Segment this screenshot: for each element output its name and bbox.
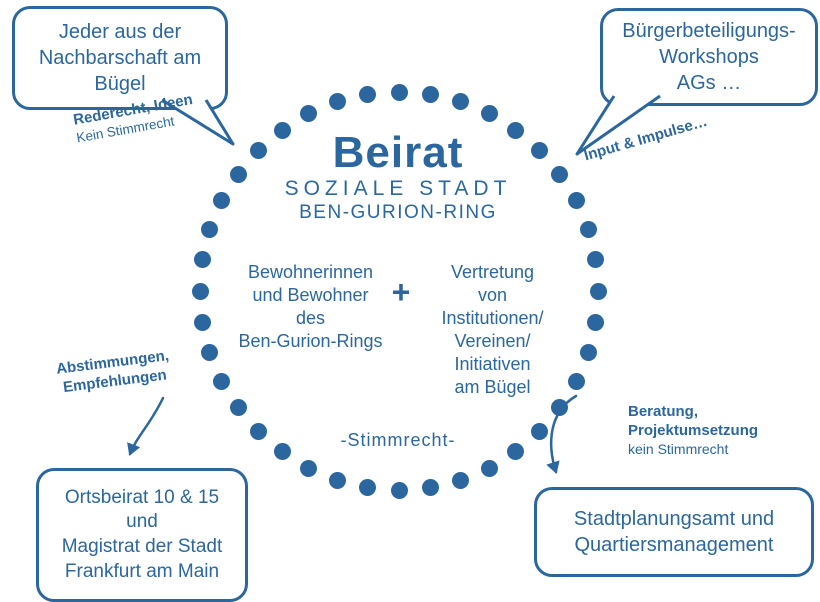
box-bottom-right: Stadtplanungsamt und Quartiersmanagement [534, 487, 814, 577]
ring-dot [451, 471, 469, 489]
ring-dot [249, 141, 267, 159]
annotation-bottom-right-regular: kein Stimmrecht [628, 440, 729, 457]
voting-note: -Stimmrecht- [340, 430, 456, 450]
ring-dot [587, 251, 605, 269]
ring-dot [531, 423, 549, 441]
ring-dot [567, 372, 585, 390]
ring-dot [451, 93, 469, 111]
speech-bubble-top-left-text: Jeder aus der Nachbarschaft am Bügel [38, 21, 202, 95]
box-bottom-right-text: Stadtplanungsamt und Quartiersmanagement [573, 508, 775, 556]
ring-dot [213, 372, 231, 390]
ring-dot [421, 479, 439, 497]
ring-dot [567, 192, 585, 210]
ring-dot [201, 343, 219, 361]
box-bottom-left-text: Ortsbeirat 10 & 15 und Magistrat der Sta… [61, 486, 223, 582]
ring-dot [193, 251, 211, 269]
ring-dot [480, 459, 498, 477]
circle-subtitle-1: SOZIALE STADT [284, 177, 512, 200]
ring-dot [579, 343, 597, 361]
ring-dot [300, 459, 318, 477]
ring-dot [193, 313, 211, 331]
annotation-bottom-left: Abstimmungen, Empfehlungen [55, 347, 170, 396]
ring-dot [249, 423, 267, 441]
ring-dot [273, 121, 291, 139]
ring-dot [390, 83, 408, 101]
circle-subtitle-2: BEN-GURION-RING [299, 202, 497, 223]
speech-bubble-top-right-text: Bürgerbeteiligungs- Workshops AGs … [622, 20, 796, 94]
ring-dot [229, 399, 247, 417]
ring-dot [587, 313, 605, 331]
members-right-text: Vertretung von Institutionen/ Vereinen/ … [441, 262, 544, 398]
annotation-bottom-right: Beratung, Projektumsetzung kein Stimmrec… [628, 403, 758, 458]
ring-dot [213, 192, 231, 210]
plus-sign: + [391, 274, 411, 310]
circle-title: Beirat [332, 128, 464, 177]
ring-dot [579, 221, 597, 238]
annotation-bottom-right-bold: Beratung, Projektumsetzung [628, 403, 759, 439]
ring-dot [300, 105, 318, 123]
ring-dot [329, 93, 346, 111]
ring-dot [273, 443, 291, 461]
ring-dot [507, 443, 525, 461]
ring-dot [191, 282, 209, 300]
ring-dot [480, 105, 498, 123]
ring-dot [390, 481, 408, 499]
ring-dot [359, 85, 377, 103]
ring-dot [229, 165, 247, 183]
arrow-to-bottom-left-box [127, 396, 165, 456]
speech-bubble-top-right: Bürgerbeteiligungs- Workshops AGs … [600, 8, 818, 106]
ring-dot [531, 141, 549, 159]
ring-dot [589, 282, 607, 300]
ring-dot [421, 85, 439, 103]
box-bottom-left: Ortsbeirat 10 & 15 und Magistrat der Sta… [36, 468, 248, 602]
members-left-text: Bewohnerinnen und Bewohner des Ben-Gurio… [238, 262, 383, 352]
ring-dot [359, 479, 377, 497]
annotation-top-right: Input & Impulse… [582, 112, 710, 165]
ring-dot [201, 221, 219, 238]
ring-dot [551, 165, 569, 183]
ring-dot [329, 471, 346, 489]
ring-dot [551, 399, 569, 417]
ring-dot [507, 121, 525, 139]
speech-bubble-top-left: Jeder aus der Nachbarschaft am Bügel [12, 6, 228, 110]
